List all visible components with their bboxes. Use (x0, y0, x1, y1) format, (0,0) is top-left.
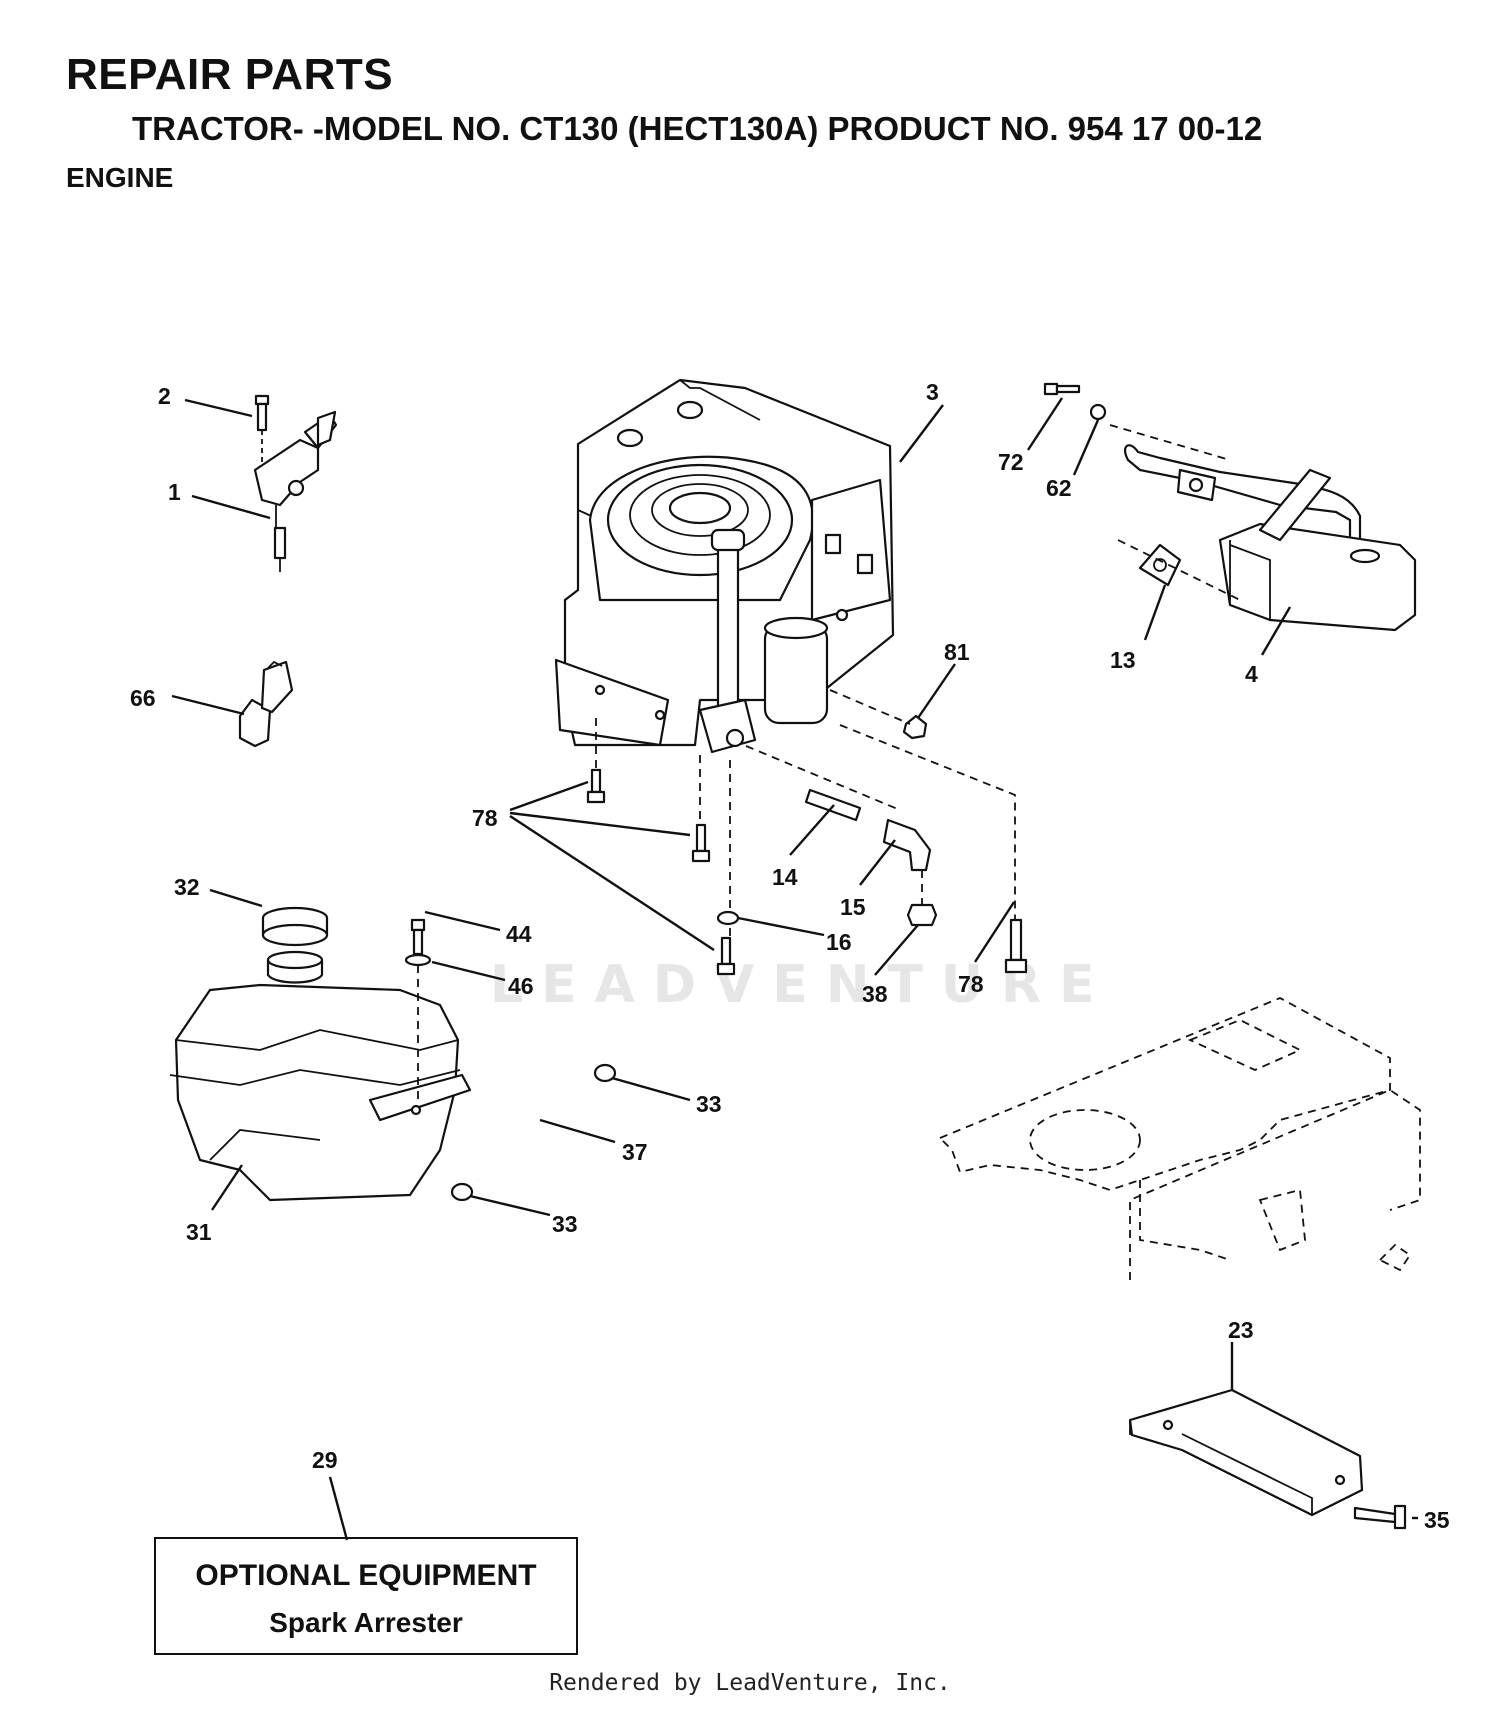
callout-66: 66 (130, 685, 156, 711)
leader-lines (171, 397, 1418, 1541)
callout-38: 38 (862, 981, 888, 1007)
part-engine (554, 378, 895, 754)
optional-equipment-item: Spark Arrester (269, 1607, 463, 1638)
part-16-washer (716, 910, 740, 926)
callout-46: 46 (508, 973, 534, 999)
optional-equipment-title: OPTIONAL EQUIPMENT (195, 1559, 537, 1592)
part-13-gasket (1138, 543, 1182, 587)
callout-81: 81 (944, 639, 970, 665)
part-23-shield (1128, 1388, 1364, 1517)
callout-33-upper: 33 (696, 1091, 722, 1117)
callout-29: 29 (312, 1447, 338, 1473)
callout-78-engine: 78 (472, 805, 498, 831)
callout-14: 14 (772, 864, 798, 890)
part-throttle-control (253, 394, 338, 572)
frame-outline (938, 997, 1421, 1280)
callout-2: 2 (158, 383, 171, 409)
page-title: REPAIR PARTS (66, 50, 394, 99)
callout-78-right: 78 (958, 971, 984, 997)
part-33-clamp-lower (450, 1182, 474, 1202)
callout-23: 23 (1228, 1317, 1254, 1343)
callout-35: 35 (1424, 1507, 1450, 1533)
callout-4: 4 (1245, 661, 1258, 687)
callout-44: 44 (506, 921, 532, 947)
model-line: TRACTOR- -MODEL NO. CT130 (HECT130A) PRO… (132, 110, 1263, 147)
part-35-screw (1353, 1506, 1397, 1524)
watermark: LEADVENTURE (490, 955, 1113, 1015)
part-33-clamp-upper (593, 1063, 617, 1083)
callout-33-lower: 33 (552, 1211, 578, 1237)
part-muffler (1123, 444, 1417, 632)
optional-equipment-box: OPTIONAL EQUIPMENT Spark Arrester (154, 1537, 578, 1655)
callout-72: 72 (998, 449, 1024, 475)
part-15-elbow (882, 818, 932, 872)
callout-31: 31 (186, 1219, 212, 1245)
callout-37: 37 (622, 1139, 648, 1165)
part-fuel-tank (169, 906, 472, 1202)
callout-32: 32 (174, 874, 200, 900)
callout-16: 16 (826, 929, 852, 955)
callout-62: 62 (1046, 475, 1072, 501)
footer-credit: Rendered by LeadVenture, Inc. (549, 1670, 951, 1696)
section-title: ENGINE (66, 162, 174, 193)
callout-13: 13 (1110, 647, 1136, 673)
callout-3: 3 (926, 379, 939, 405)
part-38-nut (906, 903, 938, 927)
part-72-bolt (1043, 382, 1081, 396)
callout-15: 15 (840, 894, 866, 920)
part-81-nut (902, 714, 928, 740)
part-66-bracket (238, 660, 294, 748)
part-62-washer (1089, 403, 1107, 421)
part-78-bolts (586, 768, 1028, 976)
callout-1: 1 (168, 479, 181, 505)
